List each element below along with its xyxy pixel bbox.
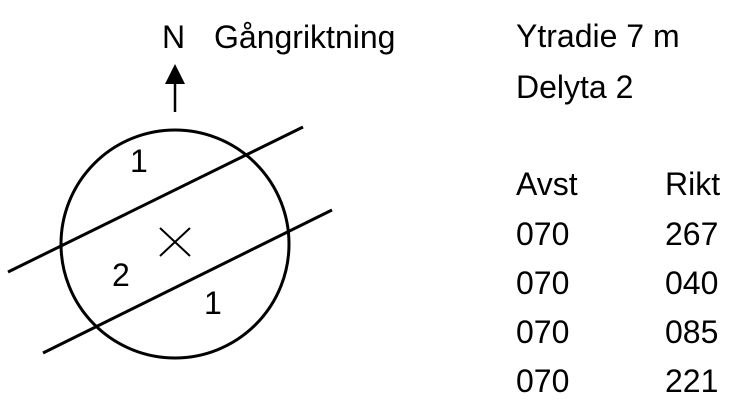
- zone-label-middle: 2: [112, 257, 130, 293]
- row-1-direction: 267: [665, 216, 719, 252]
- plot-diagram: N Gångriktning 1 2 1: [7, 19, 395, 360]
- row-2-direction: 040: [665, 265, 719, 301]
- north-label: N: [162, 19, 185, 55]
- row-4-distance: 070: [516, 363, 570, 399]
- zone-label-bottom: 1: [204, 285, 222, 321]
- north-arrow-icon: [165, 64, 185, 112]
- boundary-line-lower: [42, 208, 333, 355]
- boundary-line-upper: [7, 125, 304, 274]
- header-distance: Avst: [516, 166, 578, 202]
- plot-center-cross-icon: [159, 227, 191, 257]
- row-3-direction: 085: [665, 314, 719, 350]
- row-1-distance: 070: [516, 216, 570, 252]
- row-4-direction: 221: [665, 363, 719, 399]
- row-3-distance: 070: [516, 314, 570, 350]
- subarea-label: Delyta 2: [516, 69, 634, 105]
- header-direction: Rikt: [665, 166, 721, 202]
- walking-direction-label: Gångriktning: [214, 19, 395, 55]
- row-2-distance: 070: [516, 265, 570, 301]
- sample-plot-circle: [59, 128, 291, 360]
- zone-label-top: 1: [130, 143, 148, 179]
- radius-label: Ytradie 7 m: [516, 18, 680, 54]
